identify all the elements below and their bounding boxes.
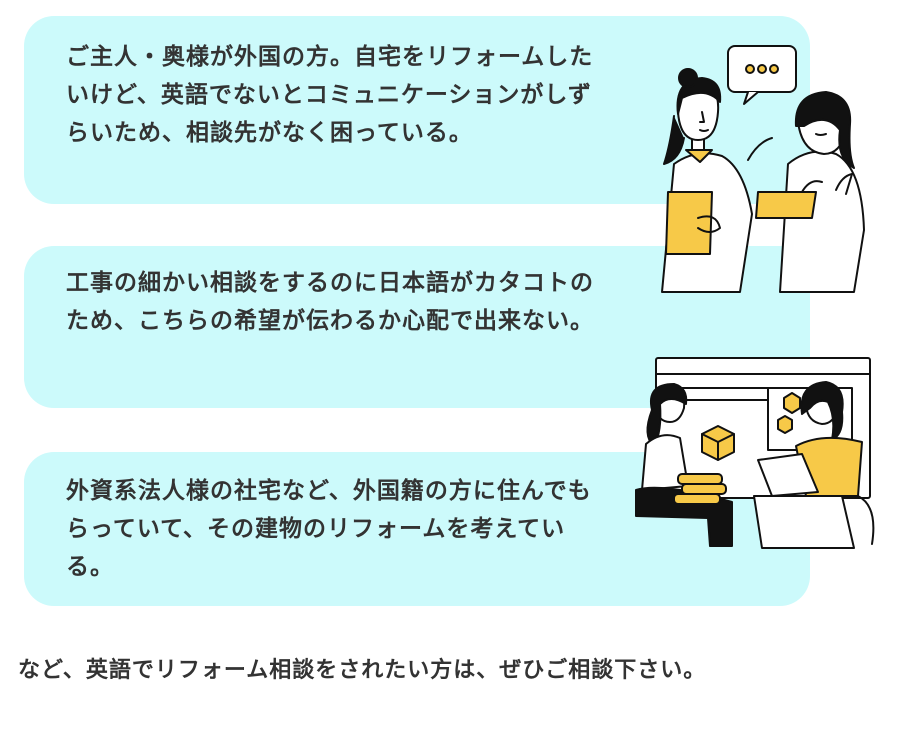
cube-icon	[701, 425, 735, 461]
woman-right-figure	[755, 91, 865, 293]
workspace-illustration	[635, 357, 875, 549]
footer-invitation: など、英語でリフォーム相談をされたい方は、ぜひご相談下さい。	[18, 658, 707, 683]
books-stack	[673, 473, 727, 505]
consultation-illustration	[661, 45, 865, 293]
concern-text-1: ご主人・奥様が外国の方。自宅をリフォームしたいけど、英語でないとコミュニケーショ…	[66, 44, 594, 146]
woman-left-figure	[661, 68, 773, 293]
concern-text-2: 工事の細かい相談をするのに日本語がカタコトのため、こちらの希望が伝わるか心配で出…	[66, 270, 594, 334]
speech-bubble-icon	[727, 45, 797, 105]
concern-text-3: 外資系法人様の社宅など、外国籍の方に住んでもらっていて、その建物のリフォームを考…	[66, 478, 592, 580]
woman-with-laptop	[753, 381, 875, 549]
